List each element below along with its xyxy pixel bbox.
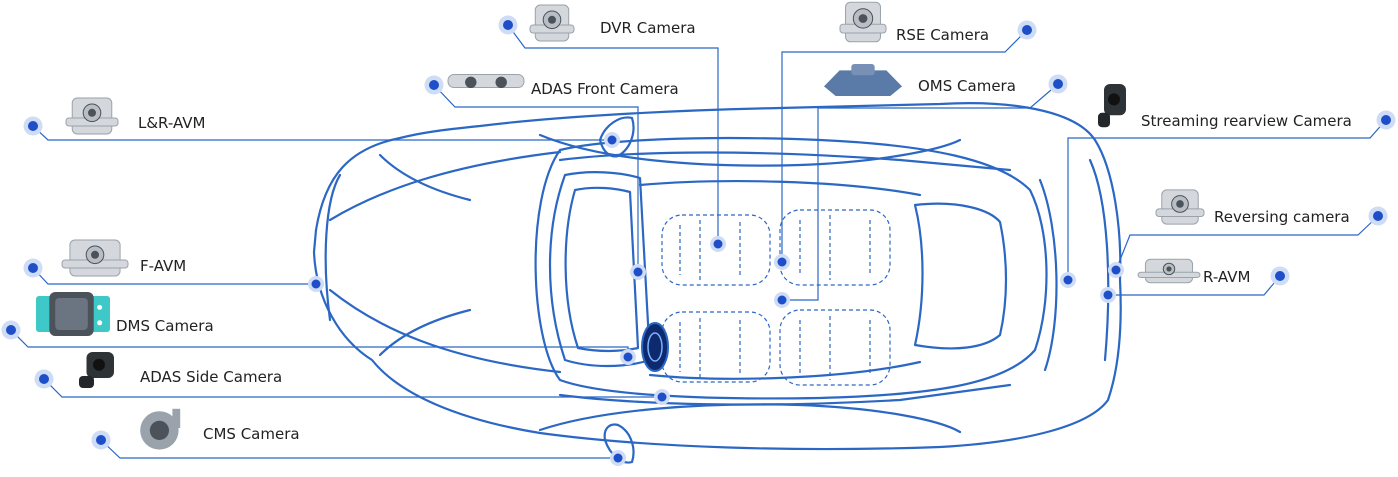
seat-detail-1	[679, 220, 741, 280]
windshield-inner	[564, 186, 640, 353]
cms-label: CMS Camera	[203, 425, 300, 443]
seat-detail-4	[799, 316, 871, 380]
hood-crease-top	[378, 153, 472, 202]
f-avm-camera-thumbnail	[61, 239, 129, 277]
f-avm-mount-point[interactable]	[308, 276, 324, 292]
seat-rear-right	[779, 309, 891, 386]
adas-front-camera-thumbnail	[447, 74, 525, 89]
lr-avm-camera-thumbnail	[65, 97, 119, 135]
lr-avm-label: L&R-AVM	[138, 114, 206, 132]
dvr-leader-line	[507, 24, 719, 244]
f-avm-label: F-AVM	[140, 257, 187, 275]
lr-avm-leader-line	[32, 125, 612, 141]
streaming-marker[interactable]	[1376, 110, 1396, 130]
dvr-camera-thumbnail	[529, 4, 575, 42]
dvr-marker[interactable]	[498, 15, 518, 35]
seat-front-right	[661, 311, 771, 383]
hood-crease-bottom	[378, 308, 472, 357]
rse-label: RSE Camera	[896, 26, 990, 44]
cms-leader-line	[100, 439, 618, 459]
seat-detail-2	[799, 215, 871, 280]
dms-mount-point[interactable]	[620, 349, 636, 365]
reversing-mount-point[interactable]	[1108, 262, 1124, 278]
seat-front-left	[661, 214, 771, 286]
rear-bumper	[1088, 158, 1110, 362]
left-mirror	[598, 116, 635, 158]
side-sill-bottom	[538, 403, 962, 434]
car-body-outline	[312, 102, 1122, 451]
lr-avm-mount-point[interactable]	[604, 132, 620, 148]
adas-side-mount-point[interactable]	[654, 389, 670, 405]
reversing-leader-line	[1115, 215, 1379, 271]
seat-detail-3	[679, 318, 741, 378]
streaming-camera-thumbnail	[1098, 84, 1126, 128]
seat-rear-left	[779, 209, 891, 286]
roof-rail-top	[638, 180, 922, 197]
adas-side-marker[interactable]	[34, 369, 54, 389]
oms-camera-thumbnail	[824, 64, 902, 96]
hood-line-bottom	[328, 288, 562, 374]
streaming-label: Streaming rearview Camera	[1141, 112, 1352, 130]
reversing-marker[interactable]	[1368, 206, 1388, 226]
adas-front-marker[interactable]	[424, 75, 444, 95]
door-line-top	[558, 151, 1012, 172]
oms-marker[interactable]	[1048, 74, 1068, 94]
dvr-label: DVR Camera	[600, 19, 696, 37]
roof-rail-bottom	[648, 360, 922, 380]
adas-side-label: ADAS Side Camera	[140, 368, 283, 386]
oms-label: OMS Camera	[918, 77, 1016, 95]
r-avm-label: R-AVM	[1203, 268, 1251, 286]
windshield	[548, 171, 652, 368]
front-bumper	[324, 173, 342, 322]
trunk-line	[1038, 178, 1058, 372]
r-avm-mount-point[interactable]	[1100, 287, 1116, 303]
lr-avm-marker[interactable]	[23, 116, 43, 136]
rse-marker[interactable]	[1017, 20, 1037, 40]
streaming-mount-point[interactable]	[1060, 272, 1076, 288]
cms-marker[interactable]	[91, 430, 111, 450]
steering-wheel	[641, 322, 669, 372]
adas-front-label: ADAS Front Camera	[531, 80, 679, 98]
hood-line-top	[328, 150, 562, 222]
rse-camera-thumbnail	[839, 1, 887, 43]
cms-camera-thumbnail	[140, 408, 181, 450]
reversing-label: Reversing camera	[1214, 208, 1350, 226]
reversing-camera-thumbnail	[1155, 189, 1205, 225]
dms-marker[interactable]	[1, 320, 21, 340]
rear-window	[913, 202, 1008, 350]
dms-camera-thumbnail	[36, 292, 110, 336]
cabin-outline	[534, 136, 1048, 400]
r-avm-camera-thumbnail	[1137, 258, 1201, 284]
dvr-mount-point[interactable]	[710, 236, 726, 252]
r-avm-marker[interactable]	[1270, 266, 1290, 286]
cms-mount-point[interactable]	[610, 450, 626, 466]
r-avm-leader-line	[1108, 275, 1281, 296]
dms-label: DMS Camera	[116, 317, 214, 335]
streaming-leader-line	[1067, 119, 1387, 280]
adas-side-leader-line	[43, 378, 662, 398]
f-avm-marker[interactable]	[23, 258, 43, 278]
rse-leader-line	[781, 29, 1028, 262]
adas-front-mount-point[interactable]	[630, 264, 646, 280]
adas-front-leader-line	[433, 84, 639, 272]
rse-mount-point[interactable]	[774, 254, 790, 270]
oms-leader-line	[782, 83, 1059, 301]
oms-mount-point[interactable]	[774, 292, 790, 308]
adas-side-camera-thumbnail	[79, 352, 114, 388]
